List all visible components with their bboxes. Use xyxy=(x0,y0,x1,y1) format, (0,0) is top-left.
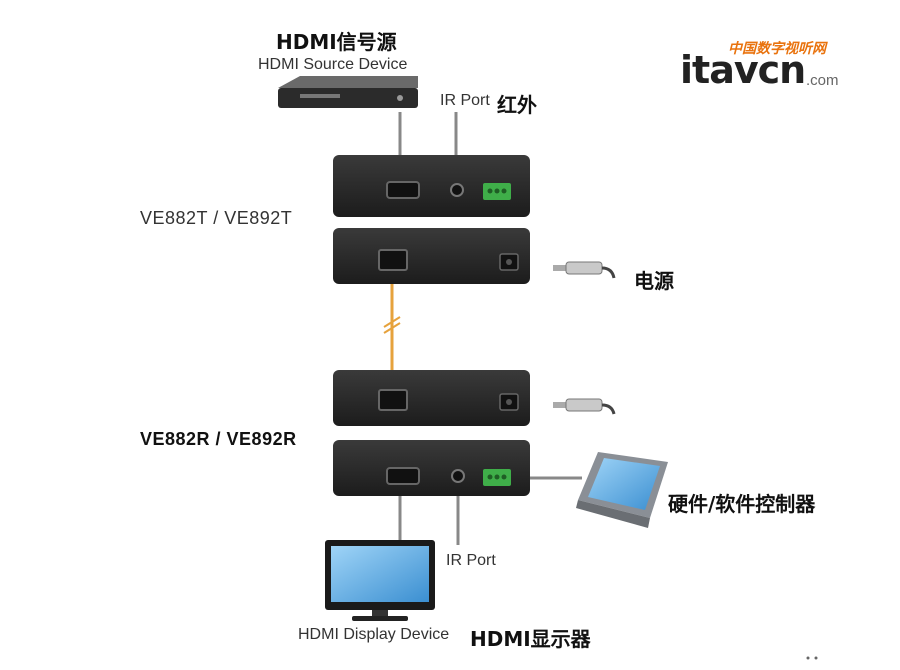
receiver-model-label: VE882R / VE892R xyxy=(140,429,297,449)
decorative-dot xyxy=(806,656,810,660)
power-plug-icon-bottom xyxy=(553,398,616,415)
power-plug-icon-top xyxy=(553,261,616,279)
source-label-en: HDMI Source Device xyxy=(258,56,408,73)
logo-wordmark: itavcn xyxy=(680,48,806,92)
touch-panel-controller-icon xyxy=(576,452,668,528)
receiver-unit-bottom xyxy=(333,440,530,496)
display-label-en: HDMI Display Device xyxy=(298,626,450,643)
receiver-unit-top xyxy=(333,370,530,426)
logo-suffix: .com xyxy=(806,72,839,89)
display-label-zh: HDMI显示器 xyxy=(470,627,591,651)
controller-label: 硬件/软件控制器 xyxy=(668,492,816,516)
cable-break-mark-2 xyxy=(383,322,401,334)
hdmi-source-device-icon xyxy=(278,76,418,108)
transmitter-unit-top xyxy=(333,155,530,217)
transmitter-unit-bottom xyxy=(333,228,530,284)
ir-port-bottom-label: IR Port xyxy=(446,552,496,569)
hdmi-display-icon xyxy=(325,540,435,621)
power-label: 电源 xyxy=(634,269,674,293)
ir-port-top-label-zh: 红外 xyxy=(497,93,537,117)
logo-tagline: 中国数字视听网 xyxy=(728,41,826,57)
ir-port-top-label: IR Port xyxy=(440,92,490,109)
cable-break-mark-1 xyxy=(383,316,401,328)
source-label-zh: HDMI信号源 xyxy=(276,30,397,54)
transmitter-model-label: VE882T / VE892T xyxy=(140,208,293,228)
decorative-dot xyxy=(814,656,818,660)
